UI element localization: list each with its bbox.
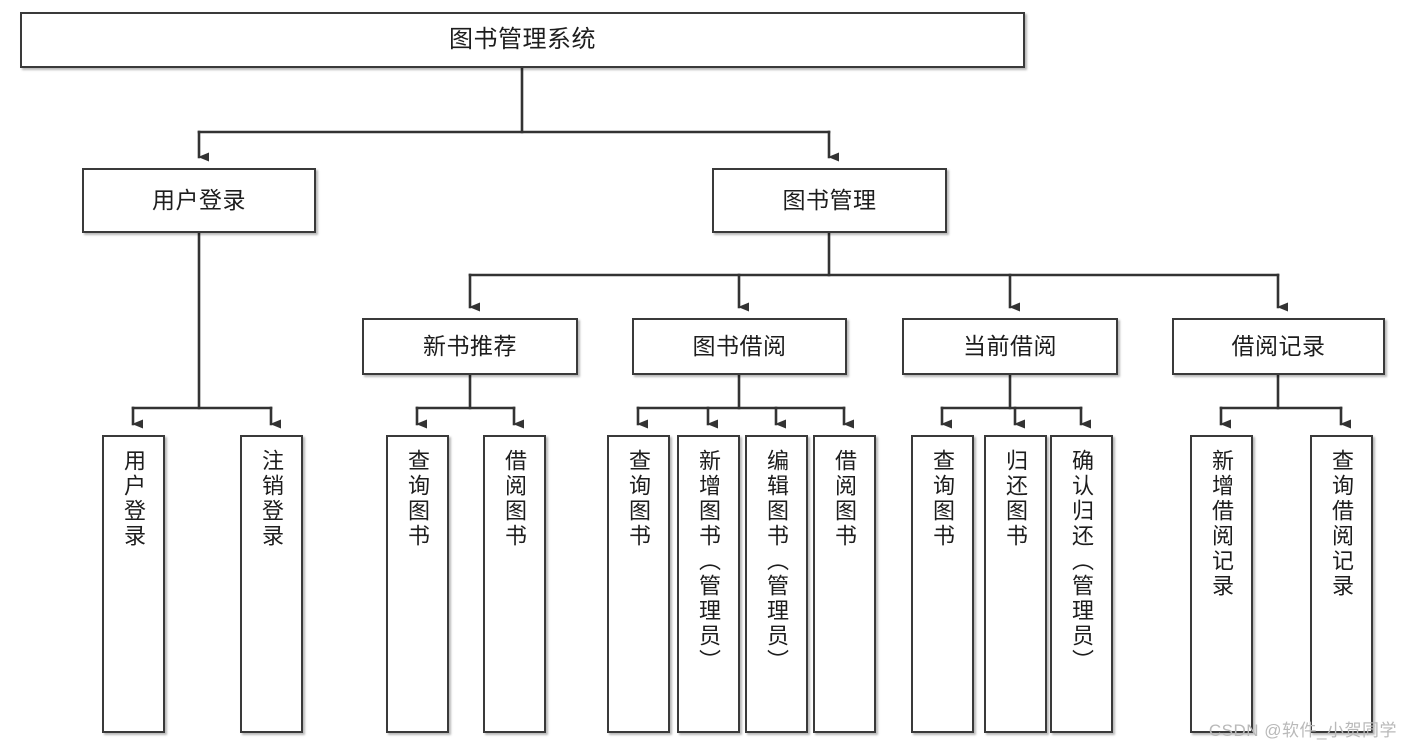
node-leaf-borrow-book-1-label: 借阅图书 xyxy=(502,449,528,549)
node-leaf-return-book[interactable]: 归还图书 xyxy=(984,435,1047,733)
node-root[interactable]: 图书管理系统 xyxy=(20,12,1025,68)
node-leaf-query-book-3-label: 查询图书 xyxy=(930,449,956,549)
node-new-book-rec-label: 新书推荐 xyxy=(423,332,517,359)
node-new-book-rec[interactable]: 新书推荐 xyxy=(362,318,578,375)
node-leaf-query-book-1[interactable]: 查询图书 xyxy=(386,435,449,733)
node-borrow-record[interactable]: 借阅记录 xyxy=(1172,318,1385,375)
node-book-borrow-label: 图书借阅 xyxy=(692,332,787,359)
node-leaf-user-logout[interactable]: 注销登录 xyxy=(240,435,303,733)
node-current-borrow[interactable]: 当前借阅 xyxy=(902,318,1118,375)
node-leaf-add-book-label: 新增图书（管理员） xyxy=(696,449,722,674)
node-book-manage-label: 图书管理 xyxy=(782,186,877,213)
node-leaf-return-book-label: 归还图书 xyxy=(1003,449,1029,549)
node-leaf-add-record-label: 新增借阅记录 xyxy=(1209,449,1235,599)
node-user-login-label: 用户登录 xyxy=(152,186,246,213)
node-book-borrow[interactable]: 图书借阅 xyxy=(632,318,847,375)
node-leaf-borrow-book-1[interactable]: 借阅图书 xyxy=(483,435,546,733)
watermark-text: CSDN @软件_小贺同学 xyxy=(1208,721,1397,740)
node-book-manage[interactable]: 图书管理 xyxy=(712,168,947,233)
node-leaf-add-book[interactable]: 新增图书（管理员） xyxy=(677,435,740,733)
node-user-login[interactable]: 用户登录 xyxy=(82,168,316,233)
node-leaf-edit-book[interactable]: 编辑图书（管理员） xyxy=(745,435,808,733)
node-leaf-edit-book-label: 编辑图书（管理员） xyxy=(764,449,790,674)
node-leaf-borrow-book-2-label: 借阅图书 xyxy=(832,449,858,549)
node-leaf-query-record[interactable]: 查询借阅记录 xyxy=(1310,435,1373,733)
node-leaf-user-login-label: 用户登录 xyxy=(121,449,147,549)
node-leaf-query-book-2[interactable]: 查询图书 xyxy=(607,435,670,733)
node-leaf-query-book-1-label: 查询图书 xyxy=(405,449,431,549)
node-current-borrow-label: 当前借阅 xyxy=(963,332,1057,359)
node-root-label: 图书管理系统 xyxy=(449,25,596,53)
node-leaf-query-book-2-label: 查询图书 xyxy=(626,449,652,549)
node-leaf-user-login[interactable]: 用户登录 xyxy=(102,435,165,733)
node-leaf-query-book-3[interactable]: 查询图书 xyxy=(911,435,974,733)
node-leaf-add-record[interactable]: 新增借阅记录 xyxy=(1190,435,1253,733)
node-leaf-query-record-label: 查询借阅记录 xyxy=(1329,449,1355,599)
node-borrow-record-label: 借阅记录 xyxy=(1231,332,1326,359)
node-leaf-borrow-book-2[interactable]: 借阅图书 xyxy=(813,435,876,733)
node-leaf-user-logout-label: 注销登录 xyxy=(259,449,285,549)
node-leaf-confirm-return-label: 确认归还（管理员） xyxy=(1069,449,1095,674)
node-leaf-confirm-return[interactable]: 确认归还（管理员） xyxy=(1050,435,1113,733)
